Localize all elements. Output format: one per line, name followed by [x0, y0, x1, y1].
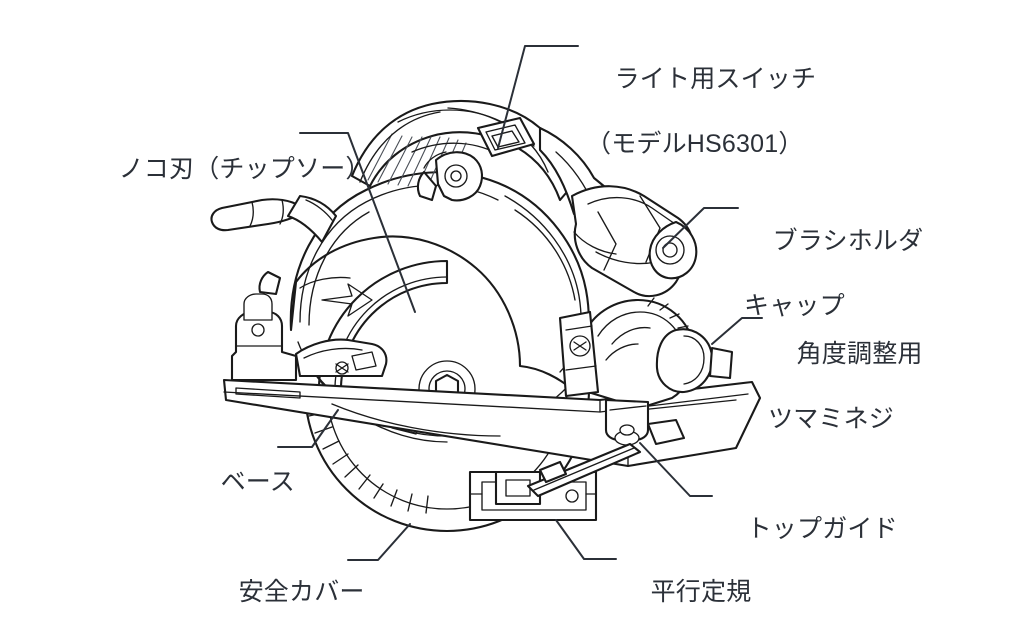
callout-brush-holder-cap: ブラシホルダ キャップ	[744, 192, 923, 387]
callout-top-guide: トップガイド	[718, 480, 898, 578]
callout-saw-blade-line1: ノコ刃（チップソー）	[118, 154, 371, 183]
light-switch-button[interactable]	[476, 116, 536, 158]
callout-light-switch-line2: （モデルHS6301）	[586, 129, 804, 158]
leader-lines	[277, 45, 763, 561]
trigger-lever-group	[416, 151, 484, 202]
callout-base: ベース	[192, 433, 295, 531]
bevel-angle-assembly	[558, 297, 734, 410]
motor-housing	[570, 185, 698, 298]
callout-bevel-knob-line2: ツマミネジ	[768, 404, 895, 433]
circular-saw-illustration: .s {fill:none;stroke:#1a1a1a;stroke-widt…	[210, 45, 763, 561]
callout-bevel-knob-line1: 角度調整用	[796, 339, 923, 368]
callout-base-line1: ベース	[220, 467, 295, 496]
leader-top-guide	[639, 442, 713, 497]
diagram-canvas: .s {fill:none;stroke:#1a1a1a;stroke-widt…	[90, 30, 924, 606]
callout-safety-cover-line1: 安全カバー	[238, 577, 365, 606]
callout-brush-holder-cap-line1: ブラシホルダ	[772, 226, 924, 255]
callout-saw-blade: ノコ刃（チップソー）	[90, 120, 371, 218]
power-cord	[210, 194, 338, 296]
leader-safety-cover	[347, 523, 411, 561]
leader-bevel-knob	[711, 317, 763, 345]
leader-brush-cap	[662, 207, 739, 249]
leader-light-switch	[497, 45, 579, 149]
depth-adjust-assembly	[230, 293, 388, 382]
callout-bevel-knob: 角度調整用 ツマミネジ	[768, 305, 923, 500]
leader-rip-fence	[555, 519, 617, 560]
callout-top-guide-line1: トップガイド	[746, 514, 898, 543]
callout-rip-fence: 平行定規	[622, 543, 752, 641]
callout-rip-fence-line1: 平行定規	[650, 577, 752, 606]
top-guide	[604, 398, 686, 446]
callout-safety-cover: 安全カバー	[210, 543, 365, 641]
callout-light-switch-line1: ライト用スイッチ	[614, 64, 817, 93]
callout-brush-holder-cap-line2: キャップ	[744, 291, 845, 320]
leader-base	[277, 409, 339, 448]
leader-saw-blade	[299, 132, 416, 313]
callout-light-switch: ライト用スイッチ （モデルHS6301）	[586, 30, 816, 225]
rip-fence	[468, 442, 642, 522]
